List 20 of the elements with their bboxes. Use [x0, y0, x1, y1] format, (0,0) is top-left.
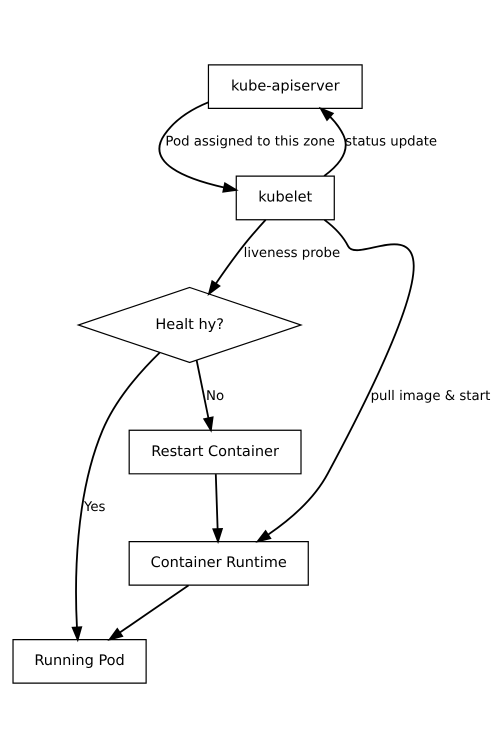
- arrow: [255, 219, 414, 543]
- node-box: kubelet: [236, 176, 335, 220]
- edge-label: Pod assigned to this zone: [165, 134, 335, 150]
- arrow: [318, 106, 346, 177]
- arrow: [208, 219, 266, 296]
- arrow: [196, 360, 214, 433]
- edge-label: status update: [345, 134, 438, 150]
- node-diamond: Healt hy?: [76, 286, 303, 364]
- arrow: [71, 352, 160, 642]
- edge-label: No: [206, 388, 224, 404]
- arrow: [212, 474, 224, 544]
- node-box: kube-apiserver: [208, 64, 363, 109]
- arrow: [158, 101, 239, 193]
- node-box: Restart Container: [128, 430, 302, 474]
- edge-label: liveness probe: [244, 246, 340, 261]
- node-box: Container Runtime: [128, 540, 309, 586]
- edge-label: pull image & start: [370, 388, 490, 404]
- node-box: Running Pod: [12, 639, 147, 684]
- edge-label: Yes: [84, 500, 106, 516]
- arrow: [107, 584, 190, 642]
